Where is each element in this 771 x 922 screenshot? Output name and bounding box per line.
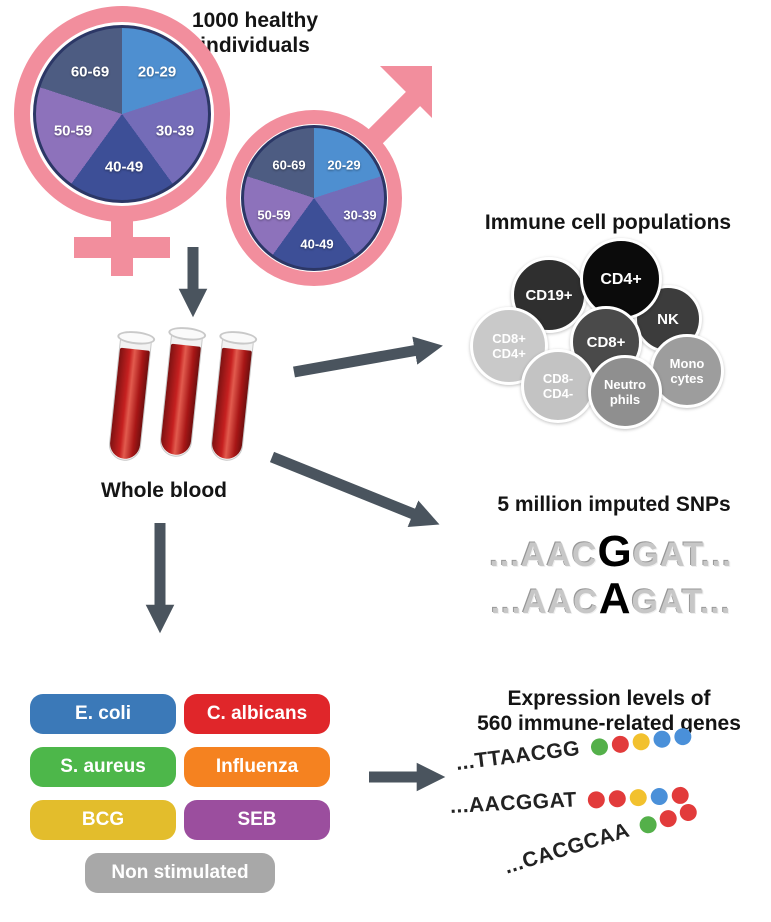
expression-dot-red [608,789,627,808]
cell-cd8-cd4-double-negative: CD8- CD4- [521,349,595,423]
female-symbol: 20-29 30-39 40-49 50-59 60-69 [14,6,234,286]
stimulus-s-aureus: S. aureus [30,747,176,787]
stimulus-e-coli: E. coli [30,694,176,734]
whole-blood-label: Whole blood [101,479,227,502]
stimulus-c-albicans: C. albicans [184,694,330,734]
blood-tube [156,325,207,460]
gene-sequence-text: ...TTAACGG [454,736,582,775]
age-label-30-39: 30-39 [343,207,377,223]
female-symbol-crossbar [74,237,170,258]
age-label-20-29: 20-29 [327,157,361,173]
age-label-60-69: 60-69 [70,63,110,81]
expression-dot-red [657,807,679,829]
expression-dot-green [637,813,659,835]
stimulus-bcg: BCG [30,800,176,840]
snp-suffix: GAT... [631,583,732,621]
arrow-blood-to-immune-cells [293,336,443,378]
expression-heading: Expression levels of 560 immune-related … [477,687,741,735]
age-label-40-49: 40-49 [104,158,144,176]
male-age-ring: 20-29 30-39 40-49 50-59 60-69 [226,110,402,286]
expression-dot-blue [673,726,693,746]
page-title: 1000 healthy individuals [191,9,319,57]
expression-dot-yellow [629,788,648,807]
immune-cells-heading: Immune cell populations [484,211,732,234]
expression-dot-red [677,801,699,823]
snp-sequences: ...AACGGAT... ...AACAGAT... [460,530,762,624]
age-pie: 20-29 30-39 40-49 50-59 60-69 [241,125,387,271]
snp-sequence-2: ...AACAGAT... [460,577,762,624]
female-age-ring: 20-29 30-39 40-49 50-59 60-69 [14,6,230,222]
snp-prefix: ...AAC [489,536,598,574]
age-label-50-59: 50-59 [53,122,93,140]
snp-prefix: ...AAC [490,583,599,621]
snp-suffix: GAT... [632,536,733,574]
age-label-30-39: 30-39 [155,122,195,140]
blood-tube [207,329,258,464]
blood-tube [105,329,156,464]
snp-variant-allele: G [597,527,633,576]
tube-blood [108,347,150,461]
stimulus-seb: SEB [184,800,330,840]
age-label-40-49: 40-49 [300,236,334,252]
age-label-60-69: 60-69 [272,157,306,173]
tube-blood [210,347,252,461]
cell-cd8: CD8+ [570,306,642,378]
cell-monocytes: Mono cytes [650,334,724,408]
snp-sequence-1: ...AACGGAT... [460,530,762,577]
snps-heading: 5 million imputed SNPs [497,493,731,516]
cell-neutrophils: Neutro phils [588,355,662,429]
tube-blood [159,343,201,457]
male-symbol: 20-29 30-39 40-49 50-59 60-69 [222,58,437,290]
expression-dot-blue [652,729,672,749]
expression-dot-green [589,736,609,756]
expression-dot-red [610,734,630,754]
gene-sequence-text: ...CACGCAA [501,818,633,879]
age-label-20-29: 20-29 [137,63,177,81]
stimulus-non-stimulated: Non stimulated [85,853,275,893]
expression-dot-yellow [631,731,651,751]
expression-dot-blue [650,787,669,805]
gene-sequence-text: ...AACGGAT [449,788,578,818]
cell-cd4: CD4+ [580,238,662,320]
age-pie: 20-29 30-39 40-49 50-59 60-69 [33,25,211,203]
age-label-50-59: 50-59 [257,207,291,223]
stimulus-influenza: Influenza [184,747,330,787]
arrow-blood-to-snps [269,451,440,528]
snp-variant-allele: A [598,574,632,623]
expression-dot-red [587,790,606,809]
